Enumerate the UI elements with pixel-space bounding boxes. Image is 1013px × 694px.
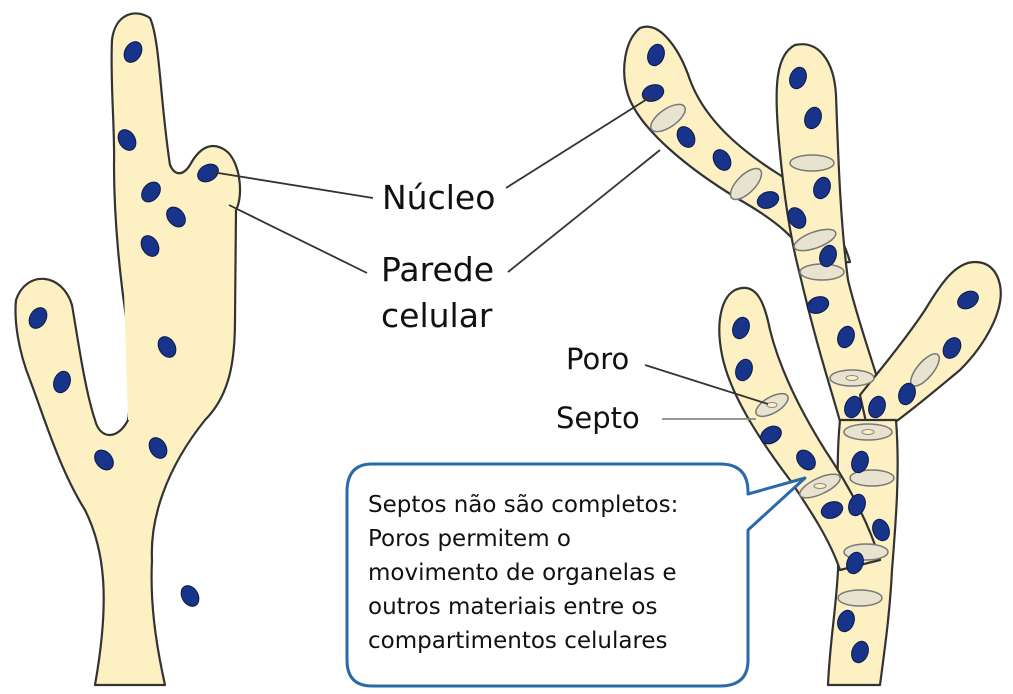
pore bbox=[767, 403, 777, 408]
cell-wall-label-line2: celular bbox=[381, 299, 493, 332]
cell-wall-leader-right bbox=[508, 150, 660, 272]
callout-line: outros materiais entre os bbox=[368, 590, 728, 624]
nucleus-label: Núcleo bbox=[382, 181, 495, 214]
callout-line: movimento de organelas e bbox=[368, 556, 728, 590]
pore bbox=[862, 430, 874, 435]
cell-wall-label-line1: Parede bbox=[381, 253, 494, 286]
nucleus bbox=[178, 582, 203, 609]
pore bbox=[846, 376, 858, 381]
septum bbox=[800, 264, 844, 280]
callout-line: Septos não são completos: bbox=[368, 488, 728, 522]
septum bbox=[790, 155, 834, 171]
septum-label: Septo bbox=[556, 404, 640, 433]
coenocytic-hypha bbox=[16, 13, 241, 685]
pore bbox=[814, 484, 826, 489]
pore-label: Poro bbox=[566, 345, 629, 374]
callout-line: compartimentos celulares bbox=[368, 624, 728, 658]
callout-text: Septos não são completos: Poros permitem… bbox=[368, 488, 728, 658]
septum bbox=[838, 590, 882, 606]
cell-wall-leader-left bbox=[229, 205, 367, 273]
callout-line: Poros permitem o bbox=[368, 522, 728, 556]
